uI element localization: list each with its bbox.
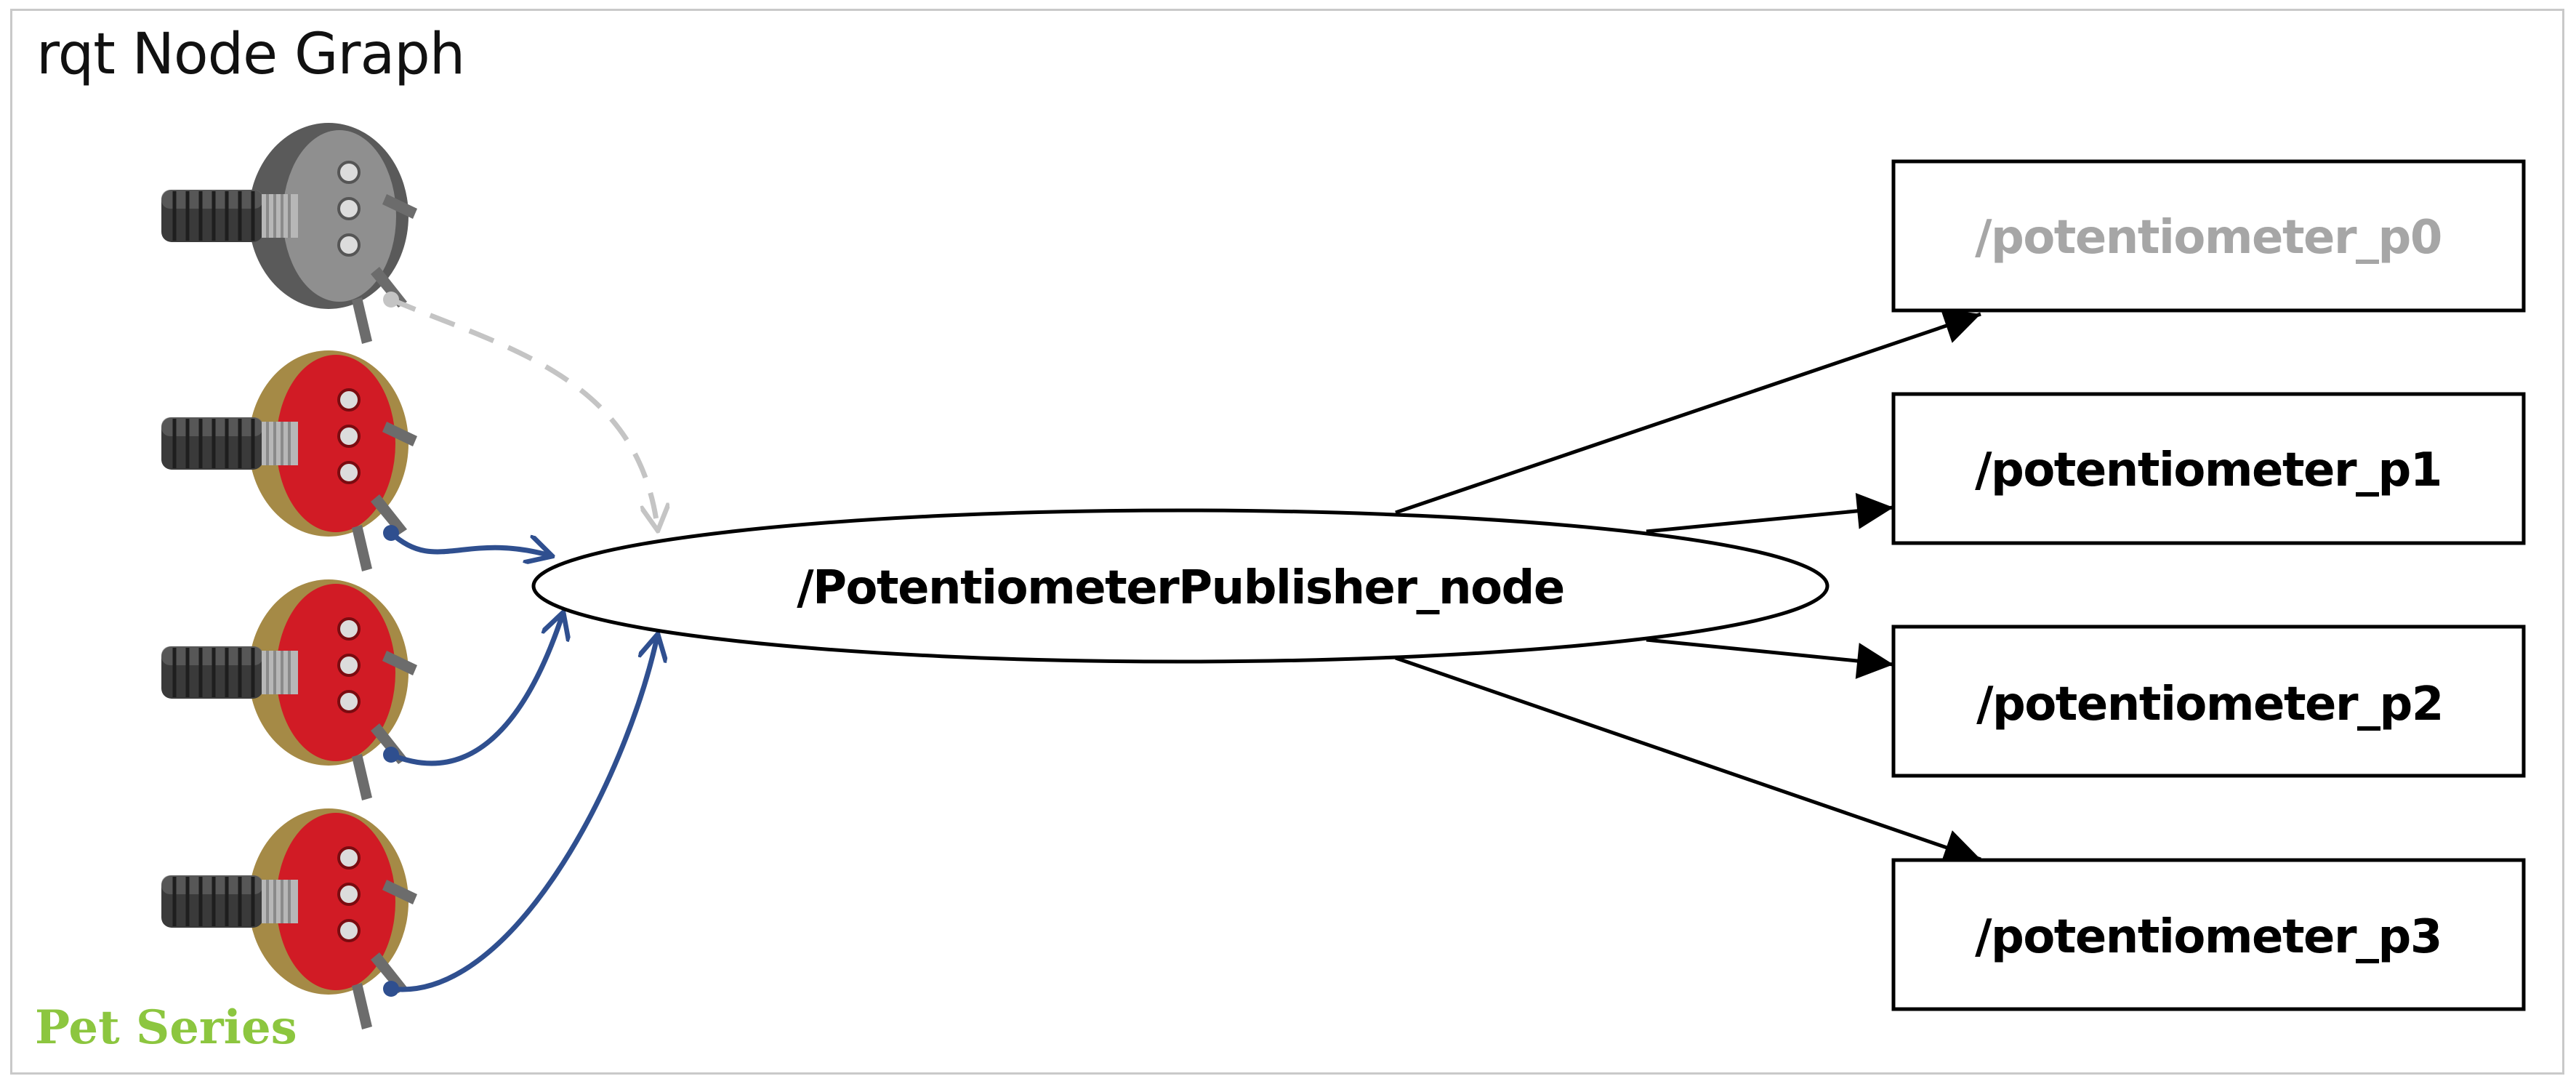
- edge-to-p2: [1646, 638, 1894, 679]
- graph-node[interactable]: /PotentiometerPublisher_node: [531, 508, 1830, 664]
- page-title: rqt Node Graph: [36, 22, 465, 87]
- connection-dot-p2: [383, 747, 399, 763]
- edge-to-p0: [1395, 308, 1981, 515]
- potentiometer-icon-0: [161, 123, 417, 344]
- connection-p3: [390, 634, 658, 992]
- connection-p2: [390, 612, 563, 766]
- edge-to-p3: [1395, 656, 1981, 865]
- connection-dot-p0: [383, 292, 399, 308]
- connection-p0: [390, 297, 658, 531]
- node-label: /PotentiometerPublisher_node: [797, 561, 1564, 615]
- topic-label-p3: /potentiometer_p3: [1975, 910, 2442, 964]
- connection-p1: [389, 531, 552, 556]
- brand-logo-text: Pet Series: [35, 1000, 297, 1055]
- topic-label-p0: /potentiometer_p0: [1975, 211, 2442, 265]
- topic-box-p1[interactable]: /potentiometer_p1: [1891, 392, 2526, 545]
- potentiometer-icon-1: [161, 350, 417, 571]
- connection-dot-p3: [383, 981, 399, 997]
- potentiometer-icon-2: [161, 579, 417, 800]
- potentiometer-icon-3: [161, 808, 417, 1029]
- topic-box-p0[interactable]: /potentiometer_p0: [1891, 159, 2526, 313]
- topic-box-p3[interactable]: /potentiometer_p3: [1891, 858, 2526, 1011]
- topic-box-p2[interactable]: /potentiometer_p2: [1891, 625, 2526, 778]
- topic-label-p1: /potentiometer_p1: [1975, 443, 2442, 497]
- edge-to-p1: [1646, 492, 1894, 534]
- topic-label-p2: /potentiometer_p2: [1976, 678, 2443, 731]
- connection-dot-p1: [383, 525, 399, 541]
